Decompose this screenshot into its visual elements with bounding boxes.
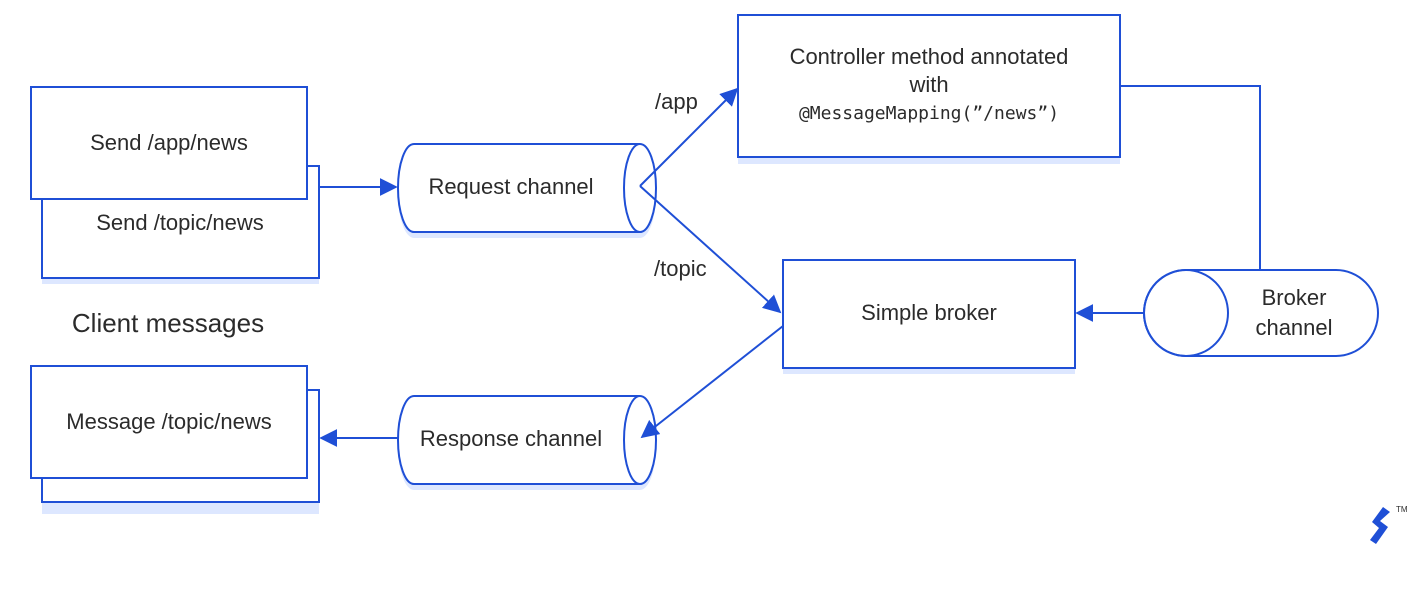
controller-node: Controller method annotated with @Messag… — [737, 14, 1121, 164]
line-controller-to-broker-channel — [1120, 85, 1261, 270]
simple-broker-box — [782, 259, 1076, 369]
send-app-news-box — [30, 86, 308, 200]
broker-channel-line1: Broker — [1262, 285, 1327, 310]
client-messages-caption: Client messages — [72, 308, 264, 338]
broker-channel-body — [1143, 269, 1379, 357]
edge-label-topic: /topic — [654, 256, 707, 281]
broker-channel-node: Broker channel — [1143, 269, 1379, 357]
brand-logo-trademark: TM — [1396, 505, 1408, 514]
request-channel-rim — [623, 143, 641, 233]
client-send-stack: Send /topic/news Send /app/news — [30, 86, 320, 284]
brand-logo: TM — [1370, 505, 1408, 544]
controller-box — [737, 14, 1121, 158]
controller-line2: with — [908, 72, 948, 97]
send-topic-news-label: Send /topic/news — [96, 210, 264, 235]
arrow-broker-to-response — [640, 325, 784, 439]
message-topic-news-label: Message /topic/news — [66, 409, 271, 434]
response-channel-node: Response channel — [397, 395, 657, 490]
controller-line3: @MessageMapping(”/news”) — [799, 103, 1059, 124]
message-topic-news-box — [30, 365, 308, 479]
send-app-news-label: Send /app/news — [90, 130, 248, 155]
request-channel-label: Request channel — [428, 174, 593, 199]
arrow-request-to-controller — [639, 87, 739, 187]
request-channel-node: Request channel — [397, 143, 657, 238]
edge-label-app: /app — [655, 89, 698, 114]
client-message-stack: Message /topic/news — [30, 365, 320, 514]
brand-logo-icon — [1370, 507, 1390, 544]
controller-line1: Controller method annotated — [790, 44, 1069, 69]
arrow-request-to-broker — [639, 185, 782, 314]
response-channel-rim — [623, 395, 641, 485]
simple-broker-label: Simple broker — [861, 300, 997, 325]
broker-channel-line2: channel — [1255, 315, 1332, 340]
response-channel-label: Response channel — [420, 426, 602, 451]
simple-broker-node: Simple broker — [782, 259, 1076, 374]
